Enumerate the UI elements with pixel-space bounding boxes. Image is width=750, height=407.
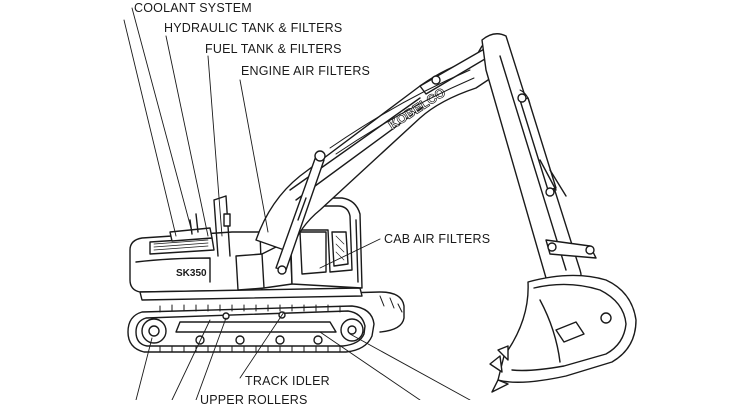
undercarriage [127,291,405,353]
leader-left-2 [171,319,211,401]
label-hydraulic-tank-filters: HYDRAULIC TANK & FILTERS [164,21,343,35]
drive-sprocket [141,318,167,344]
bucket [489,274,637,393]
label-upper-rollers: UPPER ROLLERS [200,393,308,407]
arm [481,33,597,291]
leader-left-1 [135,337,153,401]
leader-coolant-2 [123,19,177,237]
bucket-tooth [491,379,509,393]
leader-track-idler [239,311,285,379]
model-badge: SK350 [176,268,207,279]
bucket-tooth [489,355,503,373]
leader-engine-air [239,79,269,233]
leader-right-2 [319,331,421,401]
leader-coolant [131,7,193,233]
leader-lines [123,7,471,401]
bucket-tooth [497,345,509,361]
label-track-idler: TRACK IDLER [245,374,330,388]
label-coolant-system: COOLANT SYSTEM [134,1,252,15]
label-fuel-tank-filters: FUEL TANK & FILTERS [205,42,342,56]
leader-fuel [207,55,223,237]
upper-structure: SK350 [129,195,363,301]
leader-hydraulic [165,35,209,237]
leader-upper-rollers [195,317,227,401]
leader-right-1 [349,333,471,401]
label-cab-air-filters: CAB AIR FILTERS [384,232,491,246]
leader-cab-air [319,238,381,269]
label-engine-air-filters: ENGINE AIR FILTERS [241,64,371,78]
track-idler-wheel [340,318,364,342]
